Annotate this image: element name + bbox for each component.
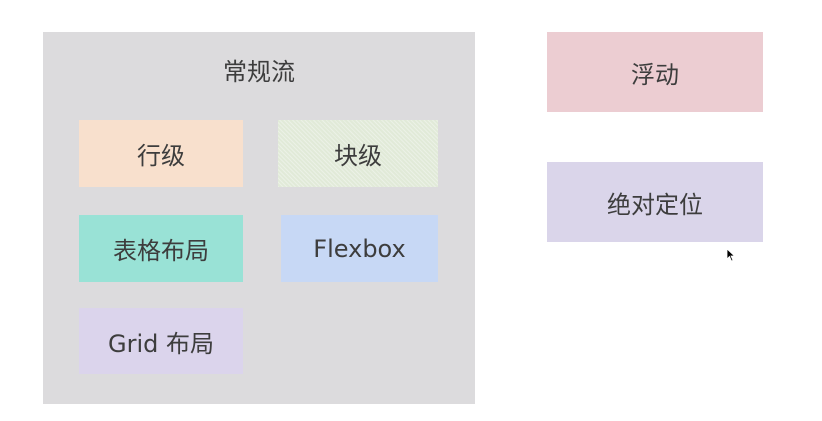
flexbox-box: Flexbox (281, 215, 438, 282)
absolute-position-box: 绝对定位 (547, 162, 763, 242)
grid-layout-label: Grid 布局 (108, 329, 214, 358)
float-box: 浮动 (547, 32, 763, 112)
block-level-box: 块级 (278, 120, 438, 187)
block-level-label: 块级 (334, 142, 382, 170)
absolute-position-label: 绝对定位 (607, 190, 703, 219)
float-label: 浮动 (631, 60, 679, 89)
mouse-pointer-icon (726, 248, 736, 262)
table-layout-label: 表格布局 (113, 237, 209, 265)
table-layout-box: 表格布局 (79, 215, 243, 282)
grid-layout-box: Grid 布局 (79, 308, 243, 374)
inline-level-box: 行级 (79, 120, 243, 187)
inline-level-label: 行级 (137, 142, 185, 170)
normal-flow-title: 常规流 (223, 58, 295, 86)
flexbox-label: Flexbox (313, 234, 406, 263)
